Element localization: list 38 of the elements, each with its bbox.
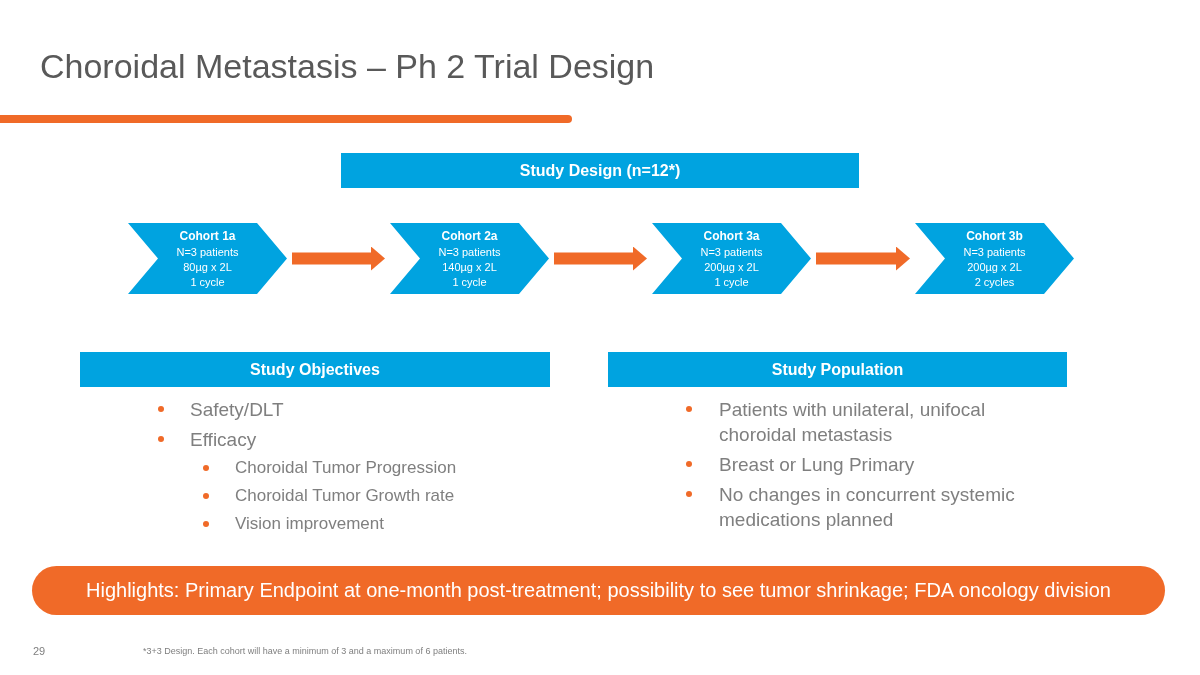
bullet-text: Safety/DLT: [190, 397, 285, 422]
cohort-chevron: [390, 223, 549, 294]
bullet-text: Breast or Lung Primary: [719, 452, 916, 477]
footnote: *3+3 Design. Each cohort will have a minimum of 3 and a maximum of 6 patients.: [143, 645, 467, 657]
bullet-text: Choroidal Tumor Growth rate: [235, 485, 456, 507]
arrow: [292, 246, 385, 271]
cohort-detail: 1 cycle: [714, 274, 749, 290]
section-heading: Study Objectives: [80, 352, 550, 387]
slide-title: Choroidal Metastasis – Ph 2 Trial Design: [40, 46, 655, 87]
cohort-title: Cohort 1a: [179, 227, 236, 245]
section-heading: Study Population: [608, 352, 1067, 387]
highlights-banner: Highlights: Primary Endpoint at one-month post-treatment; possibility to see tumor shrinkage; FDA oncology division: [32, 566, 1165, 615]
cohort-detail: 1 cycle: [190, 274, 225, 290]
cohort-detail: N=3 patients: [176, 244, 239, 260]
cohort-detail: 80µg x 2L: [183, 259, 232, 275]
cohort-detail: N=3 patients: [438, 244, 501, 260]
cohort-detail: N=3 patients: [700, 244, 763, 260]
cohort-title: Cohort 3a: [703, 227, 760, 245]
cohort-detail: 200µg x 2L: [967, 259, 1022, 275]
cohort-chevron: [915, 223, 1074, 294]
section-heading: Study Design (n=12*): [341, 153, 859, 188]
page-number: 29: [33, 644, 46, 658]
bullet-text: Vision improvement: [235, 513, 385, 535]
cohort-detail: 140µg x 2L: [442, 259, 497, 275]
cohort-detail: N=3 patients: [963, 244, 1026, 260]
bullet-text: No changes in concurrent systemic medications planned: [719, 482, 1016, 532]
cohort-title: Cohort 2a: [441, 227, 498, 245]
cohort-chevron: [128, 223, 287, 294]
bullet-text: Choroidal Tumor Progression: [235, 457, 458, 479]
bullet-text: Patients with unilateral, unifocal choroidal metastasis: [719, 397, 987, 447]
cohort-detail: 200µg x 2L: [704, 259, 759, 275]
arrow: [816, 246, 910, 271]
cohort-detail: 2 cycles: [974, 274, 1015, 290]
cohort-detail: 1 cycle: [452, 274, 487, 290]
arrow: [554, 246, 647, 271]
bullet-text: Efficacy: [190, 427, 258, 452]
cohort-chevron: [652, 223, 811, 294]
cohort-title: Cohort 3b: [966, 227, 1023, 245]
